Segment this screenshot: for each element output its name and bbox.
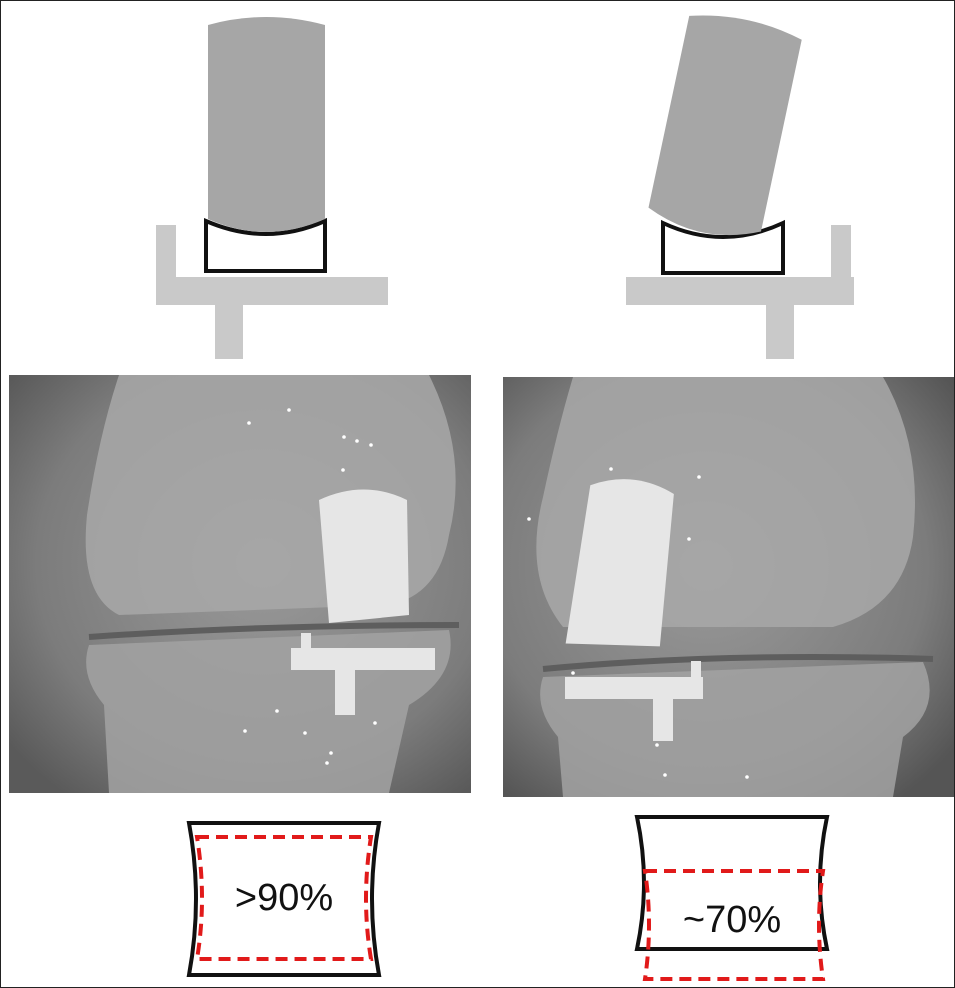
left-xray-tibial-keel bbox=[335, 667, 355, 715]
left-xray-tibial-tray bbox=[291, 648, 435, 670]
left-femoral-component bbox=[208, 17, 325, 232]
left-tray-wall bbox=[156, 225, 176, 281]
right-tray-wall bbox=[831, 225, 851, 281]
right-tray-plate bbox=[626, 277, 854, 305]
right-schematic bbox=[621, 11, 866, 361]
left-xray-image bbox=[9, 375, 471, 793]
right-xray-tibial-keel bbox=[653, 695, 673, 741]
right-coverage-label: ~70% bbox=[627, 899, 837, 942]
left-tray-plate bbox=[156, 277, 388, 305]
left-xray-femoral-implant bbox=[319, 490, 409, 624]
right-xray-image bbox=[503, 377, 954, 797]
right-xray-tibial-tray bbox=[565, 677, 703, 699]
right-femoral-component bbox=[646, 11, 804, 244]
left-tray-keel bbox=[215, 303, 243, 359]
left-coverage-label: >90% bbox=[179, 877, 389, 920]
left-schematic bbox=[151, 11, 396, 361]
right-tray-keel bbox=[766, 303, 794, 359]
